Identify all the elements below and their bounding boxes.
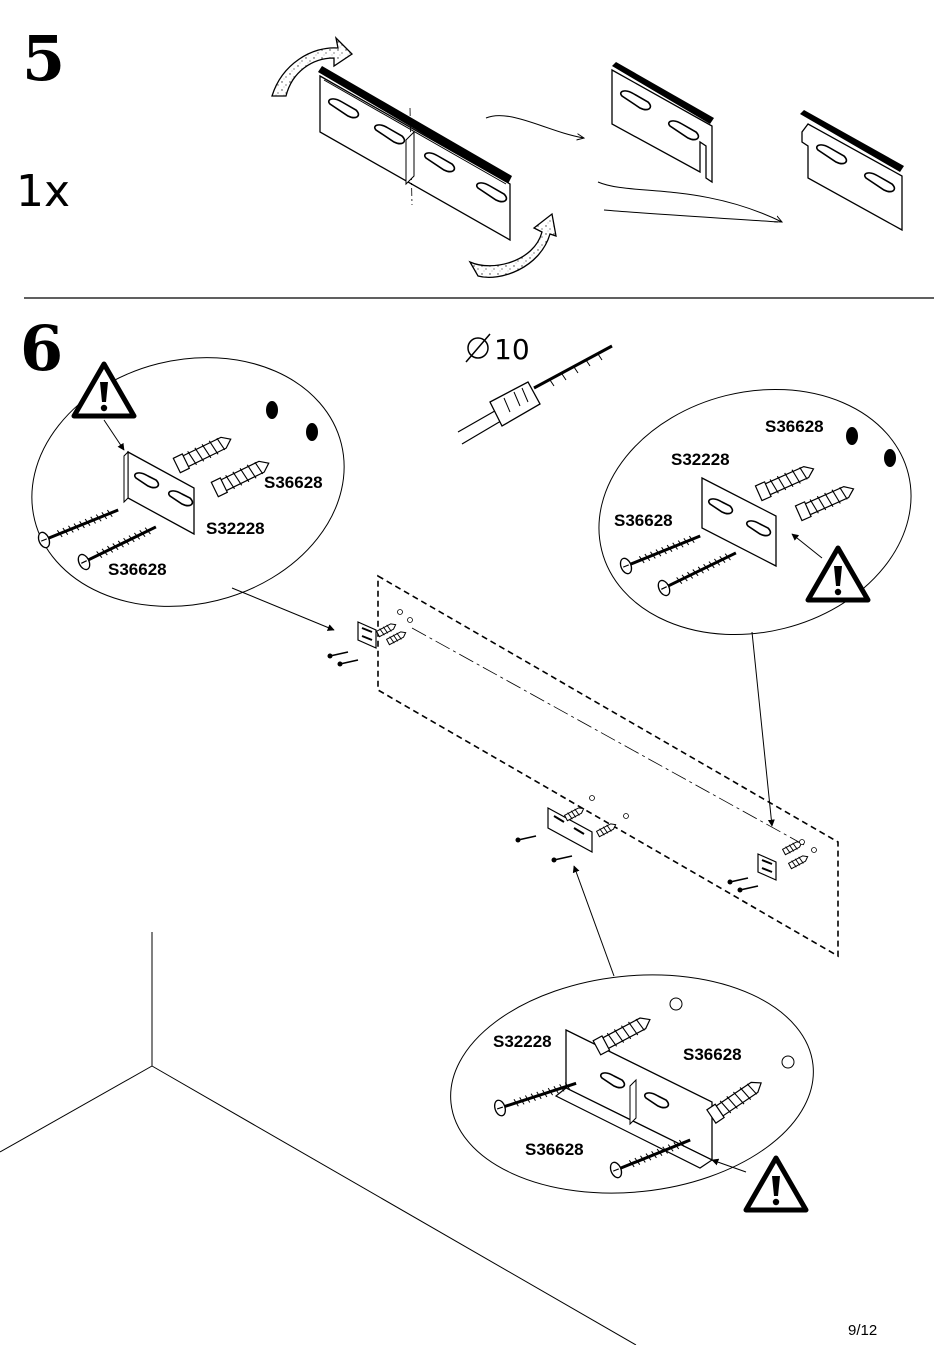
room-corner bbox=[0, 932, 637, 1345]
overview-hardware-right bbox=[726, 838, 817, 894]
detail-bottom: S32228 S36628 S36628 bbox=[450, 865, 814, 1210]
mounting-outline bbox=[377, 574, 839, 958]
rotate-arrow-icon bbox=[468, 212, 557, 278]
drill-hole bbox=[846, 427, 858, 445]
part-code-label: S36628 bbox=[765, 417, 824, 436]
drill-size-label: 10 bbox=[494, 333, 530, 366]
part-code-label: S36628 bbox=[683, 1045, 742, 1064]
step-5-illustration bbox=[271, 36, 904, 278]
overview-hardware-middle bbox=[514, 795, 629, 864]
drill-hole bbox=[306, 423, 318, 441]
drill-hole bbox=[266, 401, 278, 419]
part-code-label: S32228 bbox=[206, 519, 265, 538]
rotate-arrow-icon bbox=[271, 36, 354, 97]
page-number: 9/12 bbox=[848, 1322, 878, 1339]
warning-icon bbox=[746, 1158, 806, 1210]
part-code-label: S32228 bbox=[671, 450, 730, 469]
part-code-label: S36628 bbox=[525, 1140, 584, 1159]
drill-hole bbox=[884, 449, 896, 467]
part-code-label: S36628 bbox=[614, 511, 673, 530]
detail-left: S36628 S32228 S36628 bbox=[31, 357, 345, 631]
part-code-label: S36628 bbox=[108, 560, 167, 579]
step-5-quantity: 1x bbox=[16, 166, 71, 217]
wall-bracket bbox=[701, 476, 777, 568]
wall-bracket-half bbox=[611, 62, 714, 184]
part-code-label: S32228 bbox=[493, 1032, 552, 1051]
wall-bracket bbox=[123, 450, 195, 536]
drill-icon: 10 bbox=[457, 333, 613, 445]
step-5-number: 5 bbox=[22, 22, 66, 95]
detail-right: S36628 S32228 S36628 bbox=[598, 388, 912, 827]
wall-bracket-large bbox=[318, 66, 512, 242]
wall-bracket-half bbox=[800, 110, 904, 232]
step-6-number: 6 bbox=[20, 312, 64, 385]
part-code-label: S36628 bbox=[264, 473, 323, 492]
overview-hardware-left bbox=[326, 609, 413, 668]
